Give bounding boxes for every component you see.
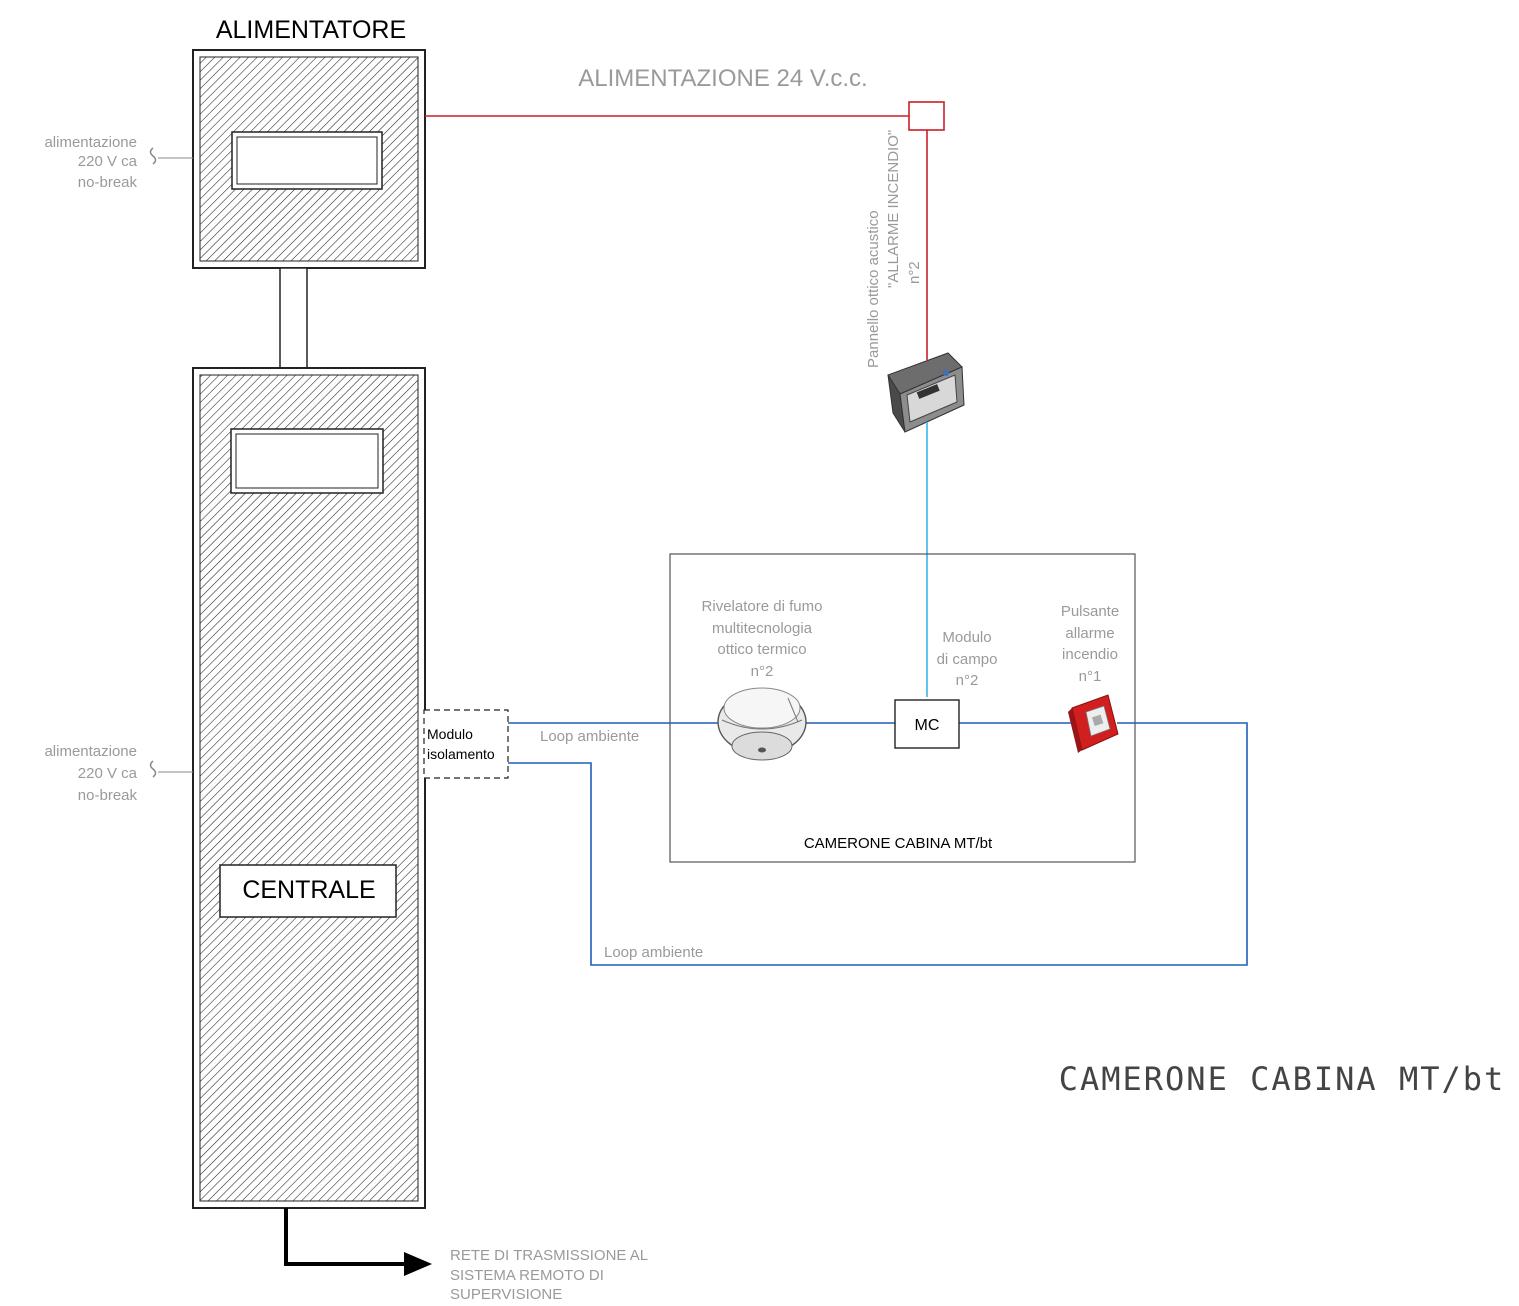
cabinet-connector: [279, 267, 308, 369]
call-point-label-line: Pulsante: [1061, 603, 1119, 620]
panel-label-line: "ALLARME INCENDIO": [885, 130, 902, 288]
panel-label-line: Pannello ottico acustico: [865, 210, 882, 368]
detector-label-line: Rivelatore di fumo: [702, 598, 823, 615]
centrale-cabinet: [192, 367, 426, 1209]
room-label: CAMERONE CABINA MT/bt: [804, 835, 993, 852]
panel-label: Pannello ottico acustico "ALLARME INCEND…: [865, 130, 923, 368]
sheet-title: CAMERONE CABINA MT/bt: [1059, 1060, 1506, 1098]
power-supply-top-line: no-break: [78, 174, 138, 191]
alimentatore-cabinet: [192, 49, 426, 269]
network-label-line: SUPERVISIONE: [450, 1286, 562, 1303]
alimentatore-title: ALIMENTATORE: [216, 16, 406, 44]
smoke-detector-icon: [717, 687, 807, 761]
call-point-label: Pulsante allarme incendio n°1: [1061, 603, 1119, 685]
alarm-panel-icon: [887, 352, 965, 433]
loop-line: [508, 722, 1248, 966]
power-supply-bottom-line: 220 V ca: [78, 765, 138, 782]
power-supply-bottom-line: no-break: [78, 787, 138, 804]
network-label-line: RETE DI TRASMISSIONE AL: [450, 1247, 648, 1264]
power-supply-top-line: 220 V ca: [78, 153, 138, 170]
network-label-line: SISTEMA REMOTO DI: [450, 1267, 604, 1284]
power-supply-top-line: alimentazione: [44, 134, 137, 151]
call-point-label-line: n°1: [1079, 668, 1102, 685]
network-label: RETE DI TRASMISSIONE AL SISTEMA REMOTO D…: [450, 1247, 648, 1303]
field-module-label-line: Modulo: [942, 629, 991, 646]
room-outline: [669, 553, 1136, 863]
network-arrow: [284, 1208, 432, 1276]
call-point-label-line: incendio: [1062, 646, 1118, 663]
detector-label-line: n°2: [751, 663, 774, 680]
detector-label-line: multitecnologia: [712, 620, 813, 637]
detector-label-line: ottico termico: [717, 641, 806, 658]
dc-line-label: ALIMENTAZIONE 24 V.c.c.: [578, 65, 867, 92]
dc-power-line: [425, 101, 945, 360]
power-supply-bottom-line: alimentazione: [44, 743, 137, 760]
field-module-label-line: di campo: [937, 651, 998, 668]
power-supply-bottom: alimentazione 220 V ca no-break: [44, 743, 193, 804]
power-supply-top: alimentazione 220 V ca no-break: [44, 134, 193, 191]
loop-label-bottom: Loop ambiente: [604, 944, 703, 961]
junction-box: [908, 101, 945, 131]
field-module-label-line: n°2: [956, 672, 979, 689]
tilde-icon: [149, 760, 157, 778]
isolation-module-line: isolamento: [427, 746, 495, 762]
call-point-icon: [1068, 694, 1119, 753]
isolation-module-line: Modulo: [427, 726, 473, 742]
field-module-box-label: MC: [915, 717, 940, 734]
centrale-label: CENTRALE: [242, 876, 375, 904]
isolation-module-box: [423, 709, 509, 779]
detector-label: Rivelatore di fumo multitecnologia ottic…: [702, 598, 823, 680]
field-module-label: Modulo di campo n°2: [937, 629, 998, 689]
panel-label-line: n°2: [906, 261, 923, 284]
loop-label-top: Loop ambiente: [540, 728, 639, 745]
tilde-icon: [149, 147, 157, 165]
field-module-box: [894, 699, 960, 749]
call-point-label-line: allarme: [1065, 625, 1114, 642]
